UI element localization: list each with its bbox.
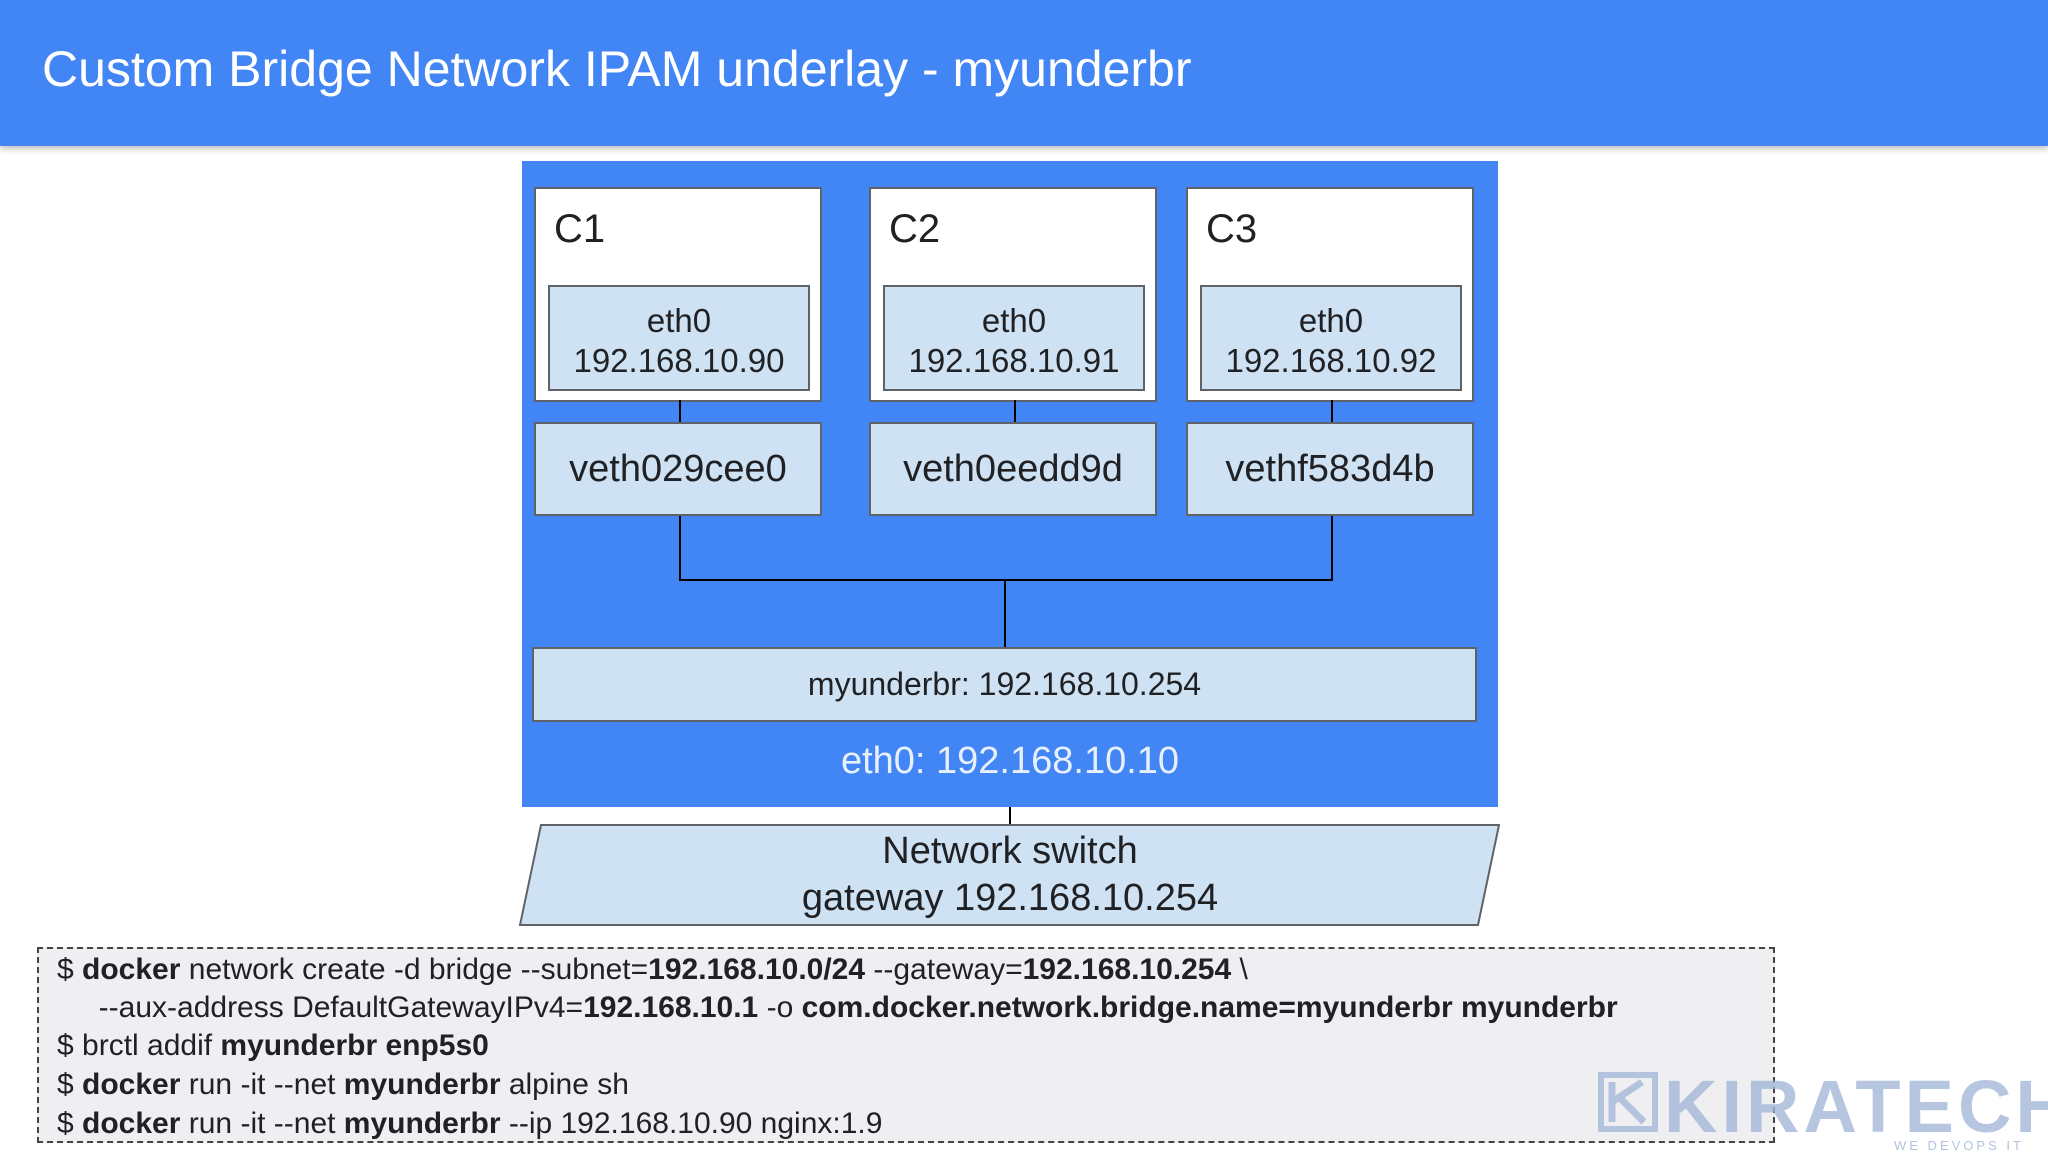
container-c1: C1 eth0 192.168.10.90 [534,187,822,402]
command-segment: --aux-address DefaultGatewayIPv4= [57,991,584,1024]
command-segment: --gateway= [865,953,1023,986]
container-eth0: eth0 192.168.10.91 [883,285,1145,391]
veth-c3: vethf583d4b [1186,422,1474,516]
wire-bus-to-bridge [1004,581,1006,647]
iface-name: eth0 [1298,302,1364,339]
command-bold-segment: 192.168.10.1 [583,991,759,1024]
kiratech-logo: KIRATECH WE DEVOPS IT [1594,1060,2048,1152]
command-line-3: $ brctl addif myunderbr enp5s0 [57,1027,489,1065]
command-bold-segment: myunderbr enp5s0 [220,1029,489,1062]
command-segment: $ brctl addif [57,1029,221,1062]
command-bold-segment: myunderbr [343,1107,501,1140]
switch-line1: Network switch [882,830,1138,872]
container-label: C3 [1206,207,1258,251]
command-segment: \ [1231,953,1248,986]
logo-word: KIRATECH [1664,1065,2048,1148]
command-bold-segment: com.docker.network.bridge.name=myunderbr… [801,991,1618,1024]
container-label: C2 [889,207,941,251]
command-line-1: $ docker network create -d bridge --subn… [57,951,1248,989]
command-box: $ docker network create -d bridge --subn… [37,947,1775,1143]
wire-host-to-switch [1009,807,1011,827]
command-segment: $ [57,1068,83,1101]
veth-c2: veth0eedd9d [869,422,1157,516]
kiratech-logo-mark-icon [1598,1072,1658,1132]
command-bold-segment: docker [82,1107,181,1140]
wire-c2-veth [1014,400,1016,424]
wire-veth1-down [679,516,681,581]
command-line-5: $ docker run -it --net myunderbr --ip 19… [57,1105,882,1143]
command-segment: network create -d bridge --subnet= [180,953,649,986]
network-switch: Network switch gateway 192.168.10.254 [520,828,1500,922]
command-segment: $ [57,953,83,986]
iface-name: eth0 [981,302,1047,339]
slide-title: Custom Bridge Network IPAM underlay - my… [42,41,1192,97]
command-bold-segment: docker [82,1068,181,1101]
command-segment: -o [758,991,802,1024]
veth-c1: veth029cee0 [534,422,822,516]
wire-c1-veth [679,400,681,424]
command-bold-segment: 192.168.10.0/24 [648,953,866,986]
title-bar: Custom Bridge Network IPAM underlay - my… [0,0,2048,146]
switch-line2: gateway 192.168.10.254 [801,877,1219,919]
iface-name: eth0 [646,302,712,339]
wire-c3-veth [1331,400,1333,424]
wire-veth3-down [1331,516,1333,581]
command-bold-segment: myunderbr [343,1068,501,1101]
container-c2: C2 eth0 192.168.10.91 [869,187,1157,402]
host-eth0-label: eth0: 192.168.10.10 [840,740,1180,782]
container-label: C1 [554,207,606,251]
iface-ip: 192.168.10.90 [573,342,785,379]
command-bold-segment: 192.168.10.254 [1022,953,1232,986]
iface-ip: 192.168.10.92 [1225,342,1437,379]
container-eth0: eth0 192.168.10.92 [1200,285,1462,391]
command-segment: run -it --net [180,1107,344,1140]
command-segment: alpine sh [500,1068,629,1101]
command-line-2: --aux-address DefaultGatewayIPv4=192.168… [57,989,1618,1027]
container-eth0: eth0 192.168.10.90 [548,285,810,391]
iface-ip: 192.168.10.91 [908,342,1120,379]
bridge-myunderbr: myunderbr: 192.168.10.254 [532,647,1477,722]
command-line-4: $ docker run -it --net myunderbr alpine … [57,1066,629,1104]
command-segment: $ [57,1107,83,1140]
command-segment: --ip 192.168.10.90 nginx:1.9 [500,1107,883,1140]
command-bold-segment: docker [82,953,181,986]
container-c3: C3 eth0 192.168.10.92 [1186,187,1474,402]
command-segment: run -it --net [180,1068,344,1101]
wire-horizontal-bus [679,579,1333,581]
logo-tagline: WE DEVOPS IT [1894,1138,2024,1152]
